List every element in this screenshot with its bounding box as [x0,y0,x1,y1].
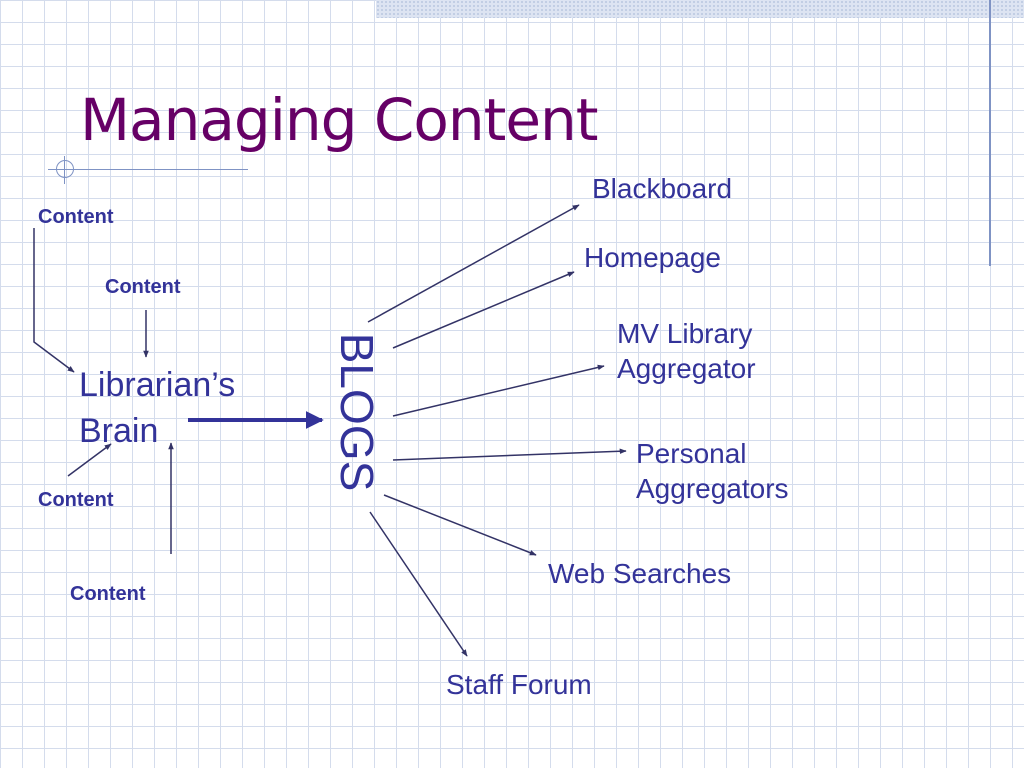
decorative-vertical-line [989,0,991,266]
decorative-top-band [376,0,1024,18]
decorative-circle [56,160,74,178]
mv-library-line-2: Aggregator [617,353,756,384]
target-blackboard: Blackboard [592,173,733,204]
personal-line-1: Personal [636,438,747,469]
arrow-blogs-to-blackboard [367,204,580,323]
arrow-content-1-to-brain [33,228,75,373]
arrow-blogs-to-personal [392,448,627,461]
mv-library-line-1: MV Library [617,318,753,349]
target-personal-aggregators: Personal Aggregators [636,436,789,506]
brain-line-2: Brain [79,412,159,450]
decorative-circle-stem [64,156,65,184]
arrow-blogs-to-homepage [392,271,575,349]
personal-line-2: Aggregators [636,473,789,504]
content-label-1: Content [38,206,114,228]
slide-title: Managing Content [80,86,598,154]
arrow-blogs-to-staff-forum [369,511,468,657]
target-homepage: Homepage [584,242,721,273]
arrow-blogs-to-mv-library [392,364,605,417]
target-staff-forum: Staff Forum [446,669,592,700]
brain-line-1: Librarian’s [79,366,236,404]
content-label-4: Content [70,583,146,605]
title-underline [48,169,248,170]
content-label-3: Content [38,489,114,511]
target-mv-library-aggregator: MV Library Aggregator [617,316,756,386]
content-label-2: Content [105,276,181,298]
arrow-content-3-to-brain [67,443,112,477]
target-web-searches: Web Searches [548,558,732,589]
arrow-blogs-to-web-searches [383,494,537,556]
librarians-brain-node: Librarian’s Brain [79,362,235,454]
